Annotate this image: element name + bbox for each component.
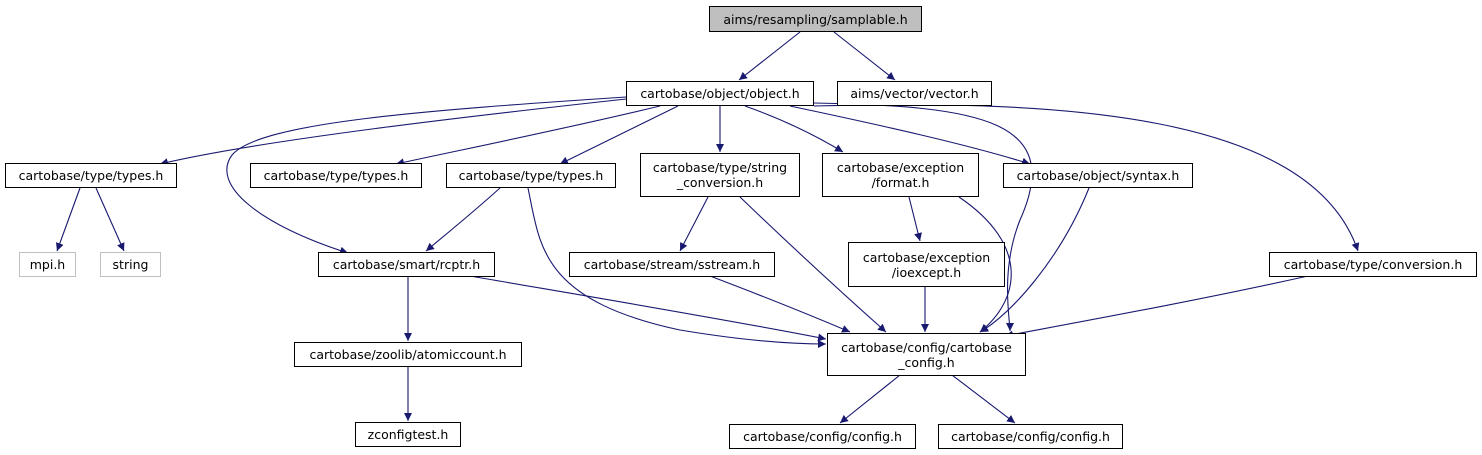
node-syntax-h[interactable]: cartobase/object/syntax.h (1003, 163, 1193, 188)
node-sstream-h[interactable]: cartobase/stream/sstream.h (569, 252, 775, 277)
node-zconfigtest-h[interactable]: zconfigtest.h (355, 422, 461, 447)
edge-types1-string (95, 187, 125, 252)
edge-format-ioexcept (908, 196, 922, 242)
edge-rcptr-cbconfig (469, 275, 827, 342)
edge-object-format (744, 105, 844, 153)
node-mpi-h[interactable]: mpi.h (19, 252, 76, 277)
node-config-h-2[interactable]: cartobase/config/config.h (938, 424, 1123, 449)
edge-object-types3 (559, 105, 679, 165)
edge-sstream-cbconfig (709, 275, 851, 333)
node-rcptr-h[interactable]: cartobase/smart/rcptr.h (318, 252, 495, 277)
node-types-h-2[interactable]: cartobase/type/types.h (250, 163, 422, 188)
edge-conversion-cbconfig (1004, 275, 1309, 339)
node-cartobase-config-h[interactable]: cartobase/config/cartobase _config.h (827, 333, 1026, 376)
edge-object-syntax (789, 105, 1031, 166)
edge-strconv-sstream (679, 196, 709, 252)
node-vector-h[interactable]: aims/vector/vector.h (837, 81, 992, 106)
node-object-h[interactable]: cartobase/object/object.h (626, 81, 814, 106)
node-string[interactable]: string (100, 252, 161, 277)
node-types-h-1[interactable]: cartobase/type/types.h (5, 163, 177, 188)
node-atomiccount-h[interactable]: cartobase/zoolib/atomiccount.h (294, 342, 522, 367)
node-conversion-h[interactable]: cartobase/type/conversion.h (1269, 252, 1477, 277)
node-samplable-h[interactable]: aims/resampling/samplable.h (709, 6, 922, 32)
edge-root-vector (833, 31, 896, 81)
node-types-h-3[interactable]: cartobase/type/types.h (446, 163, 616, 188)
node-config-h-1[interactable]: cartobase/config/config.h (729, 424, 916, 449)
edge-syntax-cbconfig (979, 187, 1090, 333)
edge-root-object (738, 31, 801, 81)
node-ioexcept-h[interactable]: cartobase/exception /ioexcept.h (848, 242, 1005, 287)
edge-object-types2 (395, 105, 661, 167)
edge-types3-cbconfig (527, 187, 827, 348)
edge-types3-rcptr (425, 187, 501, 252)
edge-object-rcptr (226, 96, 627, 255)
edge-object-types1 (159, 98, 627, 167)
node-string-conversion-h[interactable]: cartobase/type/string _conversion.h (640, 153, 800, 197)
edge-strconv-cbconfig (739, 196, 887, 333)
edge-cbconfig-config2 (951, 374, 1016, 424)
edge-format-cbconfig (958, 196, 1012, 333)
edge-types1-mpi (55, 187, 81, 252)
edge-cbconfig-config1 (839, 374, 901, 424)
node-format-h[interactable]: cartobase/exception /format.h (822, 153, 979, 197)
